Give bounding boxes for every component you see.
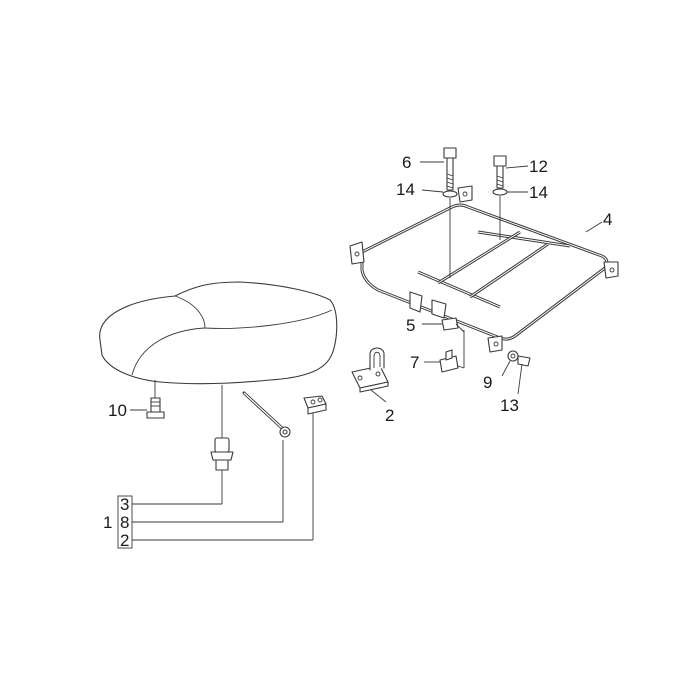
kit-label: 1	[103, 513, 112, 532]
kit-item-8: 8	[120, 513, 129, 532]
small-bracket	[303, 395, 327, 415]
washer-14-right	[492, 188, 528, 240]
kit-item-3: 3	[120, 495, 129, 514]
callout-7: 7	[410, 353, 419, 372]
hinge-plate	[351, 347, 389, 403]
bolt-6	[420, 147, 457, 191]
callout-6: 6	[402, 153, 411, 172]
rod-8	[242, 391, 291, 438]
lock-cylinder-3	[210, 437, 234, 471]
callout-10: 10	[108, 401, 127, 420]
seat-cushion	[99, 281, 338, 385]
bolt-13	[517, 355, 531, 395]
clip-7	[424, 330, 465, 373]
kit-item-2: 2	[120, 531, 129, 550]
callout-14-left: 14	[396, 180, 415, 199]
rack-frame	[349, 185, 619, 353]
clip-5	[422, 317, 465, 333]
seat-leader-lines	[132, 380, 314, 541]
bolt-10	[130, 397, 165, 419]
callout-12: 12	[529, 157, 548, 176]
callout-9: 9	[483, 373, 492, 392]
washer-9	[501, 350, 519, 377]
bolt-12	[493, 155, 529, 189]
callout-14-right: 14	[529, 183, 548, 202]
callout-4: 4	[603, 210, 612, 229]
washer-14-left	[421, 189, 458, 278]
kit-bracket	[117, 495, 133, 549]
callout-2: 2	[385, 406, 394, 425]
callout-13: 13	[500, 396, 519, 415]
callout-5: 5	[406, 316, 415, 335]
